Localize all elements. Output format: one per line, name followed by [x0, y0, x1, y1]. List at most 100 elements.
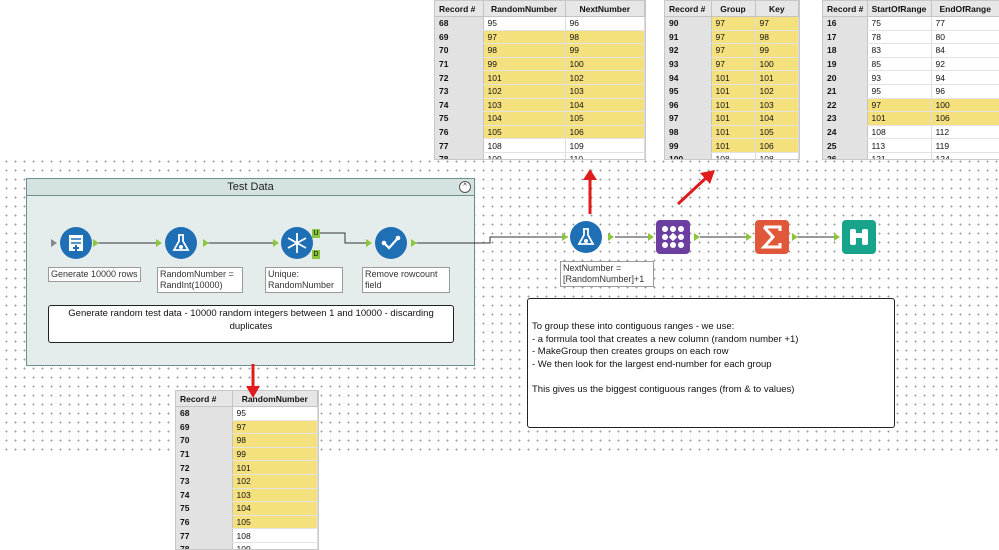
record-number-cell[interactable]: 68: [176, 406, 233, 421]
table-cell[interactable]: 101: [711, 111, 756, 126]
record-number-cell[interactable]: 23: [823, 111, 868, 126]
table-cell[interactable]: 83: [867, 43, 932, 58]
record-number-cell[interactable]: 71: [176, 447, 233, 462]
table-cell[interactable]: 109: [232, 542, 318, 549]
record-number-cell[interactable]: 76: [176, 515, 233, 530]
table-cell[interactable]: 106: [931, 111, 999, 126]
table-cell[interactable]: 103: [565, 84, 645, 99]
table-cell[interactable]: 103: [232, 488, 318, 503]
table-cell[interactable]: 101: [711, 70, 756, 85]
col-header-record[interactable]: Record #: [435, 1, 484, 17]
table-cell[interactable]: 102: [232, 474, 318, 489]
table-cell[interactable]: 101: [483, 70, 566, 85]
record-number-cell[interactable]: 74: [435, 98, 484, 113]
table-cell[interactable]: 97: [711, 57, 756, 72]
col-header-key[interactable]: Key: [755, 1, 799, 17]
output-anchor[interactable]: [608, 233, 614, 241]
output-anchor[interactable]: [93, 239, 99, 247]
table-cell[interactable]: 108: [232, 528, 318, 543]
record-number-cell[interactable]: 75: [176, 501, 233, 516]
table-cell[interactable]: 105: [483, 125, 566, 140]
record-number-cell[interactable]: 76: [435, 125, 484, 140]
table-cell[interactable]: 99: [755, 43, 799, 58]
record-number-cell[interactable]: 24: [823, 125, 868, 140]
table-cell[interactable]: 99: [565, 43, 645, 58]
table-cell[interactable]: 121: [867, 152, 932, 159]
record-number-cell[interactable]: 75: [435, 111, 484, 126]
table-cell[interactable]: 108: [867, 125, 932, 140]
record-number-cell[interactable]: 22: [823, 98, 868, 113]
col-header-randomnumber[interactable]: RandomNumber: [483, 1, 566, 17]
grouping-comment[interactable]: To group these into contiguous ranges - …: [527, 298, 895, 428]
record-number-cell[interactable]: 73: [176, 474, 233, 489]
table-cell[interactable]: 96: [565, 16, 645, 31]
table-cell[interactable]: 103: [755, 98, 799, 113]
record-number-cell[interactable]: 68: [435, 16, 484, 31]
record-number-cell[interactable]: 17: [823, 30, 868, 45]
table-cell[interactable]: 101: [711, 138, 756, 153]
table-cell[interactable]: 95: [232, 406, 318, 421]
table-cell[interactable]: 105: [232, 515, 318, 530]
table-cell[interactable]: 108: [483, 138, 566, 153]
input-anchor[interactable]: [562, 233, 568, 241]
table-cell[interactable]: 102: [755, 84, 799, 99]
table-cell[interactable]: 101: [711, 84, 756, 99]
table-cell[interactable]: 97: [711, 43, 756, 58]
input-anchor[interactable]: [834, 233, 840, 241]
record-number-cell[interactable]: 77: [176, 528, 233, 543]
table-cell[interactable]: 104: [755, 111, 799, 126]
table-cell[interactable]: 100: [565, 57, 645, 72]
table-cell[interactable]: 105: [755, 125, 799, 140]
output-anchor[interactable]: [792, 233, 798, 241]
record-number-cell[interactable]: 26: [823, 152, 868, 159]
table-cell[interactable]: 102: [483, 84, 566, 99]
record-number-cell[interactable]: 96: [665, 98, 712, 113]
input-anchor[interactable]: [746, 233, 752, 241]
record-number-cell[interactable]: 95: [665, 84, 712, 99]
table-cell[interactable]: 109: [565, 138, 645, 153]
table-cell[interactable]: 93: [867, 70, 932, 85]
record-number-cell[interactable]: 19: [823, 57, 868, 72]
table-cell[interactable]: 101: [711, 125, 756, 140]
output-anchor[interactable]: [203, 239, 209, 247]
table-cell[interactable]: 100: [931, 98, 999, 113]
record-number-cell[interactable]: 72: [176, 460, 233, 475]
record-number-cell[interactable]: 90: [665, 16, 712, 31]
collapse-container-button[interactable]: ^: [459, 181, 471, 193]
table-cell[interactable]: 97: [711, 16, 756, 31]
table-cell[interactable]: 99: [232, 447, 318, 462]
table-cell[interactable]: 101: [711, 98, 756, 113]
table-cell[interactable]: 97: [483, 30, 566, 45]
record-number-cell[interactable]: 20: [823, 70, 868, 85]
table-cell[interactable]: 85: [867, 57, 932, 72]
record-number-cell[interactable]: 18: [823, 43, 868, 58]
make-group-tool[interactable]: [656, 220, 690, 254]
record-number-cell[interactable]: 77: [435, 138, 484, 153]
